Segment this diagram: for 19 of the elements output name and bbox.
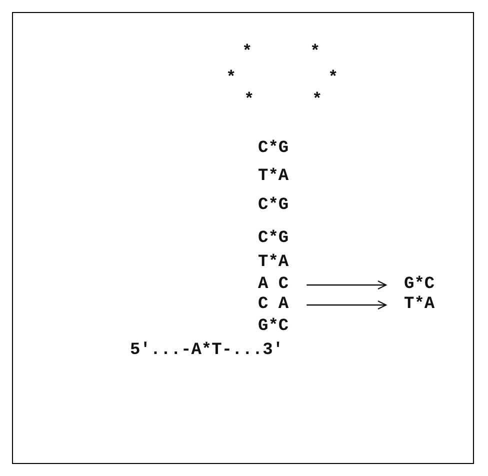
- loop-marker: *: [226, 70, 236, 88]
- arrow: [306, 300, 387, 310]
- base-pair-text: A C: [258, 276, 289, 294]
- loop-marker: *: [328, 70, 338, 88]
- base-pair-text: G*C: [404, 276, 435, 294]
- sequence-text: C*G: [258, 230, 289, 248]
- loop-marker: *: [242, 44, 252, 62]
- arrow: [306, 280, 387, 290]
- sequence-text: C*G: [258, 140, 289, 158]
- sequence-text: C*G: [258, 197, 289, 215]
- base-pair-text: T*A: [404, 296, 435, 314]
- sequence-text: T*A: [258, 254, 289, 272]
- loop-marker: *: [312, 92, 322, 110]
- base-pair-text: C A: [258, 296, 289, 314]
- loop-marker: *: [310, 44, 320, 62]
- sequence-text: T*A: [258, 168, 289, 186]
- loop-marker: *: [244, 92, 254, 110]
- sequence-text: 5'...-A*T-...3': [130, 342, 284, 360]
- sequence-text: G*C: [258, 318, 289, 336]
